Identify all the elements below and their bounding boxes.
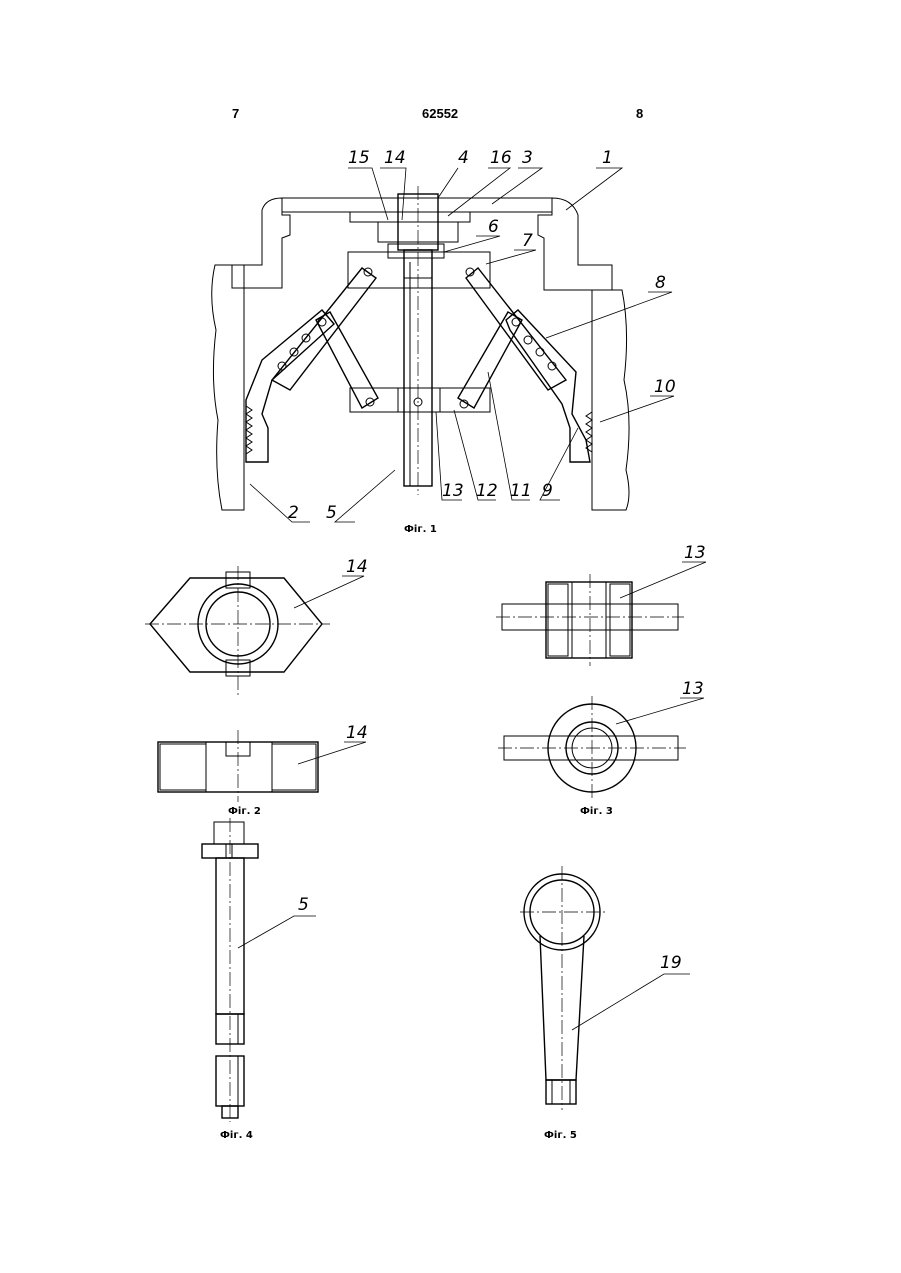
label-1: 1 (602, 148, 613, 168)
fig3-label-bottom: 13 (682, 679, 704, 699)
housing-left (232, 198, 290, 288)
label-2: 2 (288, 503, 299, 523)
figure-3-bushing: 13 13 (496, 543, 706, 800)
label-3: 3 (522, 148, 533, 168)
label-16: 16 (490, 148, 512, 168)
figure-1-assembly: 15 14 4 16 3 1 6 7 8 10 2 5 13 12 11 9 (212, 148, 676, 523)
lever-assembly-left (246, 268, 378, 462)
label-12: 12 (476, 481, 498, 501)
fig2-label-top: 14 (346, 557, 368, 577)
lower-block-12 (350, 388, 490, 412)
inner-plate (350, 212, 470, 222)
figure-5-wrench: 19 (520, 866, 690, 1110)
lever-assembly-right (414, 268, 592, 462)
fig5-label-part: 19 (660, 953, 682, 973)
label-9: 9 (542, 481, 553, 501)
label-11: 11 (510, 481, 532, 501)
label-6: 6 (488, 217, 499, 237)
caption-fig1: Фіг. 1 (404, 524, 437, 535)
caption-fig3: Фіг. 3 (580, 806, 613, 817)
label-14: 14 (384, 148, 406, 168)
figure-4-screw: 5 (202, 818, 316, 1122)
caption-fig5: Фіг. 5 (544, 1130, 577, 1141)
label-7: 7 (522, 231, 533, 251)
label-8: 8 (655, 273, 666, 293)
label-13: 13 (442, 481, 464, 501)
label-4: 4 (458, 148, 469, 168)
caption-fig4: Фіг. 4 (220, 1130, 253, 1141)
label-15: 15 (348, 148, 370, 168)
figure-2-nut: 14 14 (145, 557, 368, 802)
wall-right (592, 290, 629, 510)
top-cover (282, 198, 552, 212)
fig2-label-bottom: 14 (346, 723, 368, 743)
fig4-label-part: 5 (298, 895, 309, 915)
wall-left (212, 265, 244, 510)
part-6 (388, 244, 444, 258)
caption-fig2: Фіг. 2 (228, 806, 261, 817)
label-10: 10 (654, 377, 676, 397)
label-5: 5 (326, 503, 337, 523)
fig3-label-top: 13 (684, 543, 706, 563)
